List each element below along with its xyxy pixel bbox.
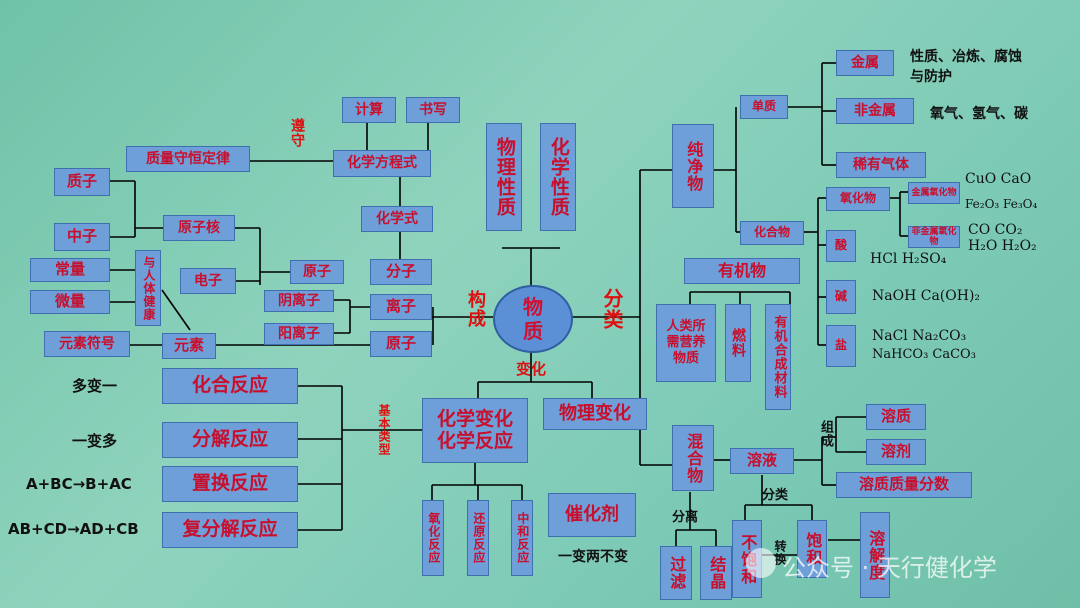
- conservation-law-box: 质量守恒定律: [126, 146, 250, 172]
- proton-box: 质子: [54, 168, 110, 196]
- element-symbol-box: 元素符号: [44, 331, 130, 357]
- salt-example-2: NaHCO₃ CaCO₃: [872, 347, 976, 362]
- base-box: 碱: [826, 280, 856, 314]
- solute-box: 溶质: [866, 404, 926, 430]
- nucleus-box: 原子核: [163, 215, 235, 241]
- crystallize-box: 结晶: [700, 546, 732, 600]
- classify-label: 分类: [762, 488, 789, 503]
- combination-reaction-box: 化合反应: [162, 368, 298, 404]
- composition-label: 组成: [818, 420, 833, 448]
- nonmetal-oxide-box: 非金属氧化物: [908, 226, 960, 248]
- metal-desc-2: 与防护: [910, 69, 952, 85]
- oxidation-reaction-box: 氧化反应: [422, 500, 444, 576]
- separate-label: 分离: [672, 510, 699, 525]
- neutralization-reaction-box: 中和反应: [511, 500, 533, 576]
- ion-box: 离子: [370, 294, 432, 320]
- macro-element-box: 常量: [30, 258, 110, 282]
- compound-box: 化合物: [740, 221, 804, 245]
- mass-fraction-box: 溶质质量分数: [836, 472, 972, 498]
- saturated-box: 饱和: [797, 520, 827, 578]
- metal-oxide-example: CuO CaO: [965, 171, 1032, 187]
- atom-left-box: 原子: [290, 260, 344, 284]
- filter-box: 过滤: [660, 546, 692, 600]
- solubility-box: 溶解度: [860, 512, 890, 598]
- decomposition-reaction-box: 分解反应: [162, 422, 298, 458]
- neutron-box: 中子: [54, 223, 110, 251]
- nonmetal-box: 非金属: [836, 98, 914, 124]
- atom-box: 原子: [370, 331, 432, 357]
- combination-desc: 多变一: [72, 377, 118, 395]
- chemical-change-box: 化学变化 化学反应: [422, 398, 528, 463]
- pure-substance-box: 纯净物: [672, 124, 714, 208]
- health-box: 与人体健康: [135, 250, 161, 326]
- displacement-desc: A+BC→B+AC: [26, 475, 132, 493]
- salt-example: NaCl Na₂CO₃: [872, 328, 967, 344]
- composition-relation-label: 构成: [465, 290, 486, 328]
- solvent-box: 溶剂: [866, 439, 926, 465]
- chem-formula-box: 化学式: [361, 206, 433, 232]
- decomposition-desc: 一变多: [72, 432, 118, 450]
- metal-desc-1: 性质、冶炼、腐蚀: [910, 49, 1022, 65]
- mixture-box: 混合物: [672, 425, 714, 491]
- writing-box: 书写: [406, 97, 460, 123]
- double-decomposition-desc: AB+CD→AD+CB: [8, 520, 139, 538]
- transform-label: 转换: [773, 540, 787, 566]
- nonmetal-oxide-example-2: H₂O H₂O₂: [968, 238, 1037, 254]
- reduction-reaction-box: 还原反应: [467, 500, 489, 576]
- acid-example: HCl H₂SO₄: [870, 251, 947, 267]
- metal-box: 金属: [836, 50, 894, 76]
- watermark-text: 公众号 · 天行健化学: [782, 554, 997, 582]
- chem-equation-box: 化学方程式: [333, 150, 431, 177]
- solution-box: 溶液: [730, 448, 794, 474]
- acid-box: 酸: [826, 230, 856, 262]
- physical-property-box: 物理性质: [486, 123, 522, 231]
- classification-label: 分类: [600, 288, 624, 330]
- element-box: 元素: [162, 333, 216, 359]
- displacement-reaction-box: 置换反应: [162, 466, 298, 502]
- salt-box: 盐: [826, 325, 856, 367]
- nutrients-box: 人类所需营养物质: [656, 304, 716, 382]
- organic-box: 有机物: [684, 258, 800, 284]
- oxide-box: 氧化物: [826, 187, 890, 211]
- watermark-logo-icon: [746, 548, 776, 578]
- catalyst-desc: 一变两不变: [558, 549, 628, 565]
- electron-box: 电子: [180, 268, 236, 294]
- cation-box: 阳离子: [264, 323, 334, 345]
- metal-oxide-box: 金属氧化物: [908, 182, 960, 204]
- double-decomposition-box: 复分解反应: [162, 512, 298, 548]
- micro-element-box: 微量: [30, 290, 110, 314]
- organic-material-box: 有机合成材料: [765, 304, 791, 410]
- simple-substance-box: 单质: [740, 95, 788, 119]
- catalyst-box: 催化剂: [548, 493, 636, 537]
- nonmetal-oxide-example: CO CO₂: [968, 222, 1023, 238]
- basic-types-label: 基本类型: [377, 404, 391, 456]
- noble-gas-box: 稀有气体: [836, 152, 926, 178]
- center-substance-node: 物质: [493, 285, 573, 353]
- physical-change-box: 物理变化: [543, 398, 647, 430]
- fuel-box: 燃料: [725, 304, 751, 382]
- chemical-property-box: 化学性质: [540, 123, 576, 231]
- metal-oxide-example-2: Fe₂O₃ Fe₃O₄: [965, 197, 1038, 211]
- change-label: 变化: [516, 360, 547, 378]
- molecule-box: 分子: [370, 259, 432, 285]
- base-example: NaOH Ca(OH)₂: [872, 288, 981, 304]
- calculation-box: 计算: [342, 97, 396, 123]
- nonmetal-desc: 氧气、氢气、碳: [930, 106, 1028, 122]
- anion-box: 阴离子: [264, 290, 334, 312]
- obey-label: 遵守: [289, 118, 305, 148]
